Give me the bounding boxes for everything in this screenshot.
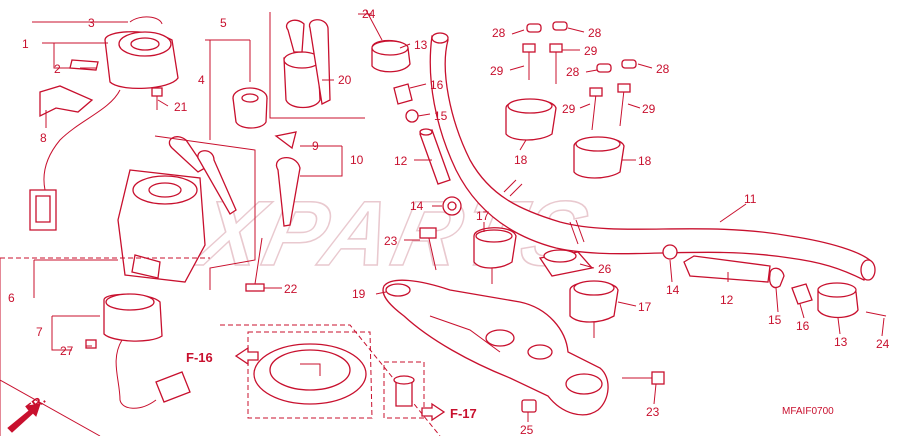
callout-6: 6 [8,291,15,305]
f16-arrow [234,346,259,366]
callout-18b: 18 [638,154,652,168]
callout-27: 27 [60,344,74,358]
callout-29d: 29 [642,102,656,116]
ref-f17: F-17 [450,406,477,421]
callout-20: 20 [338,73,352,87]
bar-end-parts-upper [365,9,451,185]
callout-29c: 29 [562,102,576,116]
callout-leaders-left [32,21,343,351]
callout-24b: 24 [876,337,890,351]
panel-frames [0,12,441,436]
callout-11: 11 [744,192,757,206]
callout-9: 9 [312,139,319,153]
callout-28b: 28 [588,26,602,40]
callout-14b: 14 [666,283,680,297]
diagram-code: MFAIF0700 [782,406,834,417]
callout-28c: 28 [566,65,580,79]
f17-arrow [421,402,446,422]
callout-19: 19 [352,287,366,301]
front-arrow [7,403,41,433]
callout-5: 5 [220,16,227,30]
callout-1: 1 [22,37,29,51]
callout-28d: 28 [656,62,670,76]
callout-25: 25 [520,423,534,436]
callout-28a: 28 [492,26,506,40]
reference-arrows [7,346,446,433]
callout-4: 4 [198,73,205,87]
fork-top-parts [419,196,619,338]
callout-10: 10 [350,153,364,167]
callout-13a: 13 [414,38,428,52]
callout-21: 21 [174,100,188,114]
callout-29a: 29 [584,44,598,58]
callout-8: 8 [40,131,47,145]
callout-29b: 29 [490,64,504,78]
callout-16b: 16 [796,319,810,333]
callout-23b: 23 [646,405,660,419]
callout-12b: 12 [720,293,734,307]
bar-end-parts-lower [662,244,887,319]
callout-26: 26 [598,262,612,276]
callout-24a: 24 [362,7,376,21]
fuel-cap [253,343,415,407]
callout-12a: 12 [394,154,408,168]
callout-14a: 14 [410,199,424,213]
callout-7: 7 [36,325,43,339]
callout-22: 22 [284,282,298,296]
callout-2: 2 [54,62,61,76]
callout-18a: 18 [514,153,528,167]
handlebar-pipe [429,32,876,281]
callout-numbers: 1 2 3 4 5 6 7 8 9 10 11 12 12 13 13 14 1… [8,7,890,436]
handlebar-holders [505,21,637,179]
callout-23a: 23 [384,234,398,248]
main-switch-assembly [29,16,331,409]
callout-17a: 17 [476,209,490,223]
callout-3: 3 [88,16,95,30]
callout-15b: 15 [768,313,782,327]
callout-leaders-right [358,13,885,422]
ref-f16: F-16 [186,350,213,365]
callout-17b: 17 [638,300,652,314]
callout-16a: 16 [430,78,444,92]
callout-15a: 15 [434,109,448,123]
callout-13b: 13 [834,335,848,349]
top-bridge [382,279,665,416]
